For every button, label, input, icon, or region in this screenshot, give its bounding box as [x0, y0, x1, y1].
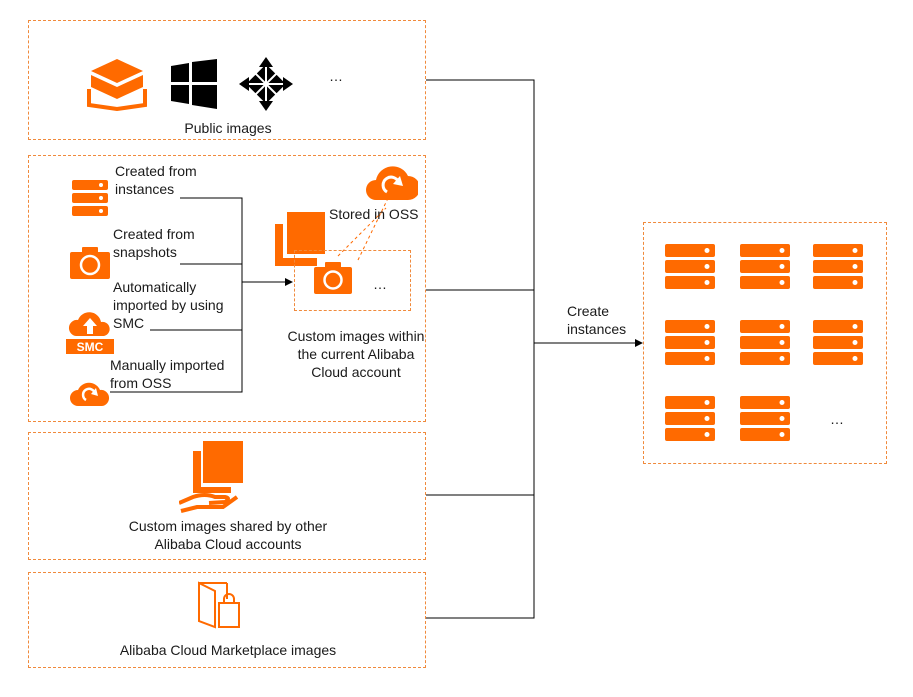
- source-snapshots-label: Created from snapshots: [113, 226, 195, 260]
- instances-ellipsis: …: [830, 411, 844, 427]
- source-oss-label: Manually imported from OSS: [110, 357, 225, 391]
- custom-images-box: [28, 155, 426, 422]
- windows-icon: [171, 59, 217, 109]
- public-images-label: Public images: [184, 120, 272, 136]
- custom-images-caption: Custom images within the current Alibaba…: [287, 328, 425, 380]
- instance-server-icon: [665, 320, 715, 365]
- shared-images-label: Custom images shared by other Alibaba Cl…: [128, 518, 328, 552]
- custom-image-camera-icon: [314, 262, 352, 294]
- oss-cloud-icon: [70, 382, 110, 406]
- instance-server-icon: [665, 244, 715, 289]
- instance-server-icon: [740, 320, 790, 365]
- alibaba-cloud-linux-icon: [87, 59, 147, 111]
- shared-images-box: Custom images shared by other Alibaba Cl…: [28, 432, 426, 560]
- instance-server-icon: [665, 396, 715, 441]
- custom-image-stack-icon: [275, 212, 325, 266]
- instance-server-icon: [813, 320, 863, 365]
- custom-image-inner-box: [294, 250, 411, 311]
- camera-icon: [70, 247, 110, 279]
- public-images-box: … Public images: [28, 20, 426, 140]
- marketplace-images-label: Alibaba Cloud Marketplace images: [119, 642, 337, 658]
- source-smc-label: Automatically imported by using SMC: [113, 279, 224, 331]
- instance-server-icon: [813, 244, 863, 289]
- marketplace-images-box: Alibaba Cloud Marketplace images: [28, 572, 426, 668]
- marketplace-shop-icon: [198, 581, 240, 629]
- instances-box: [643, 222, 887, 464]
- stored-in-oss-label: Stored in OSS: [329, 206, 419, 222]
- create-instances-label: Create instances: [567, 303, 627, 337]
- instance-server-icon: [740, 396, 790, 441]
- source-instances-label: Created from instances: [115, 163, 197, 197]
- server-icon: [72, 180, 108, 216]
- public-images-ellipsis: …: [329, 68, 343, 84]
- shared-image-hand-icon: [179, 441, 243, 513]
- centos-icon: [239, 57, 293, 111]
- oss-storage-cloud-icon: [366, 166, 418, 200]
- svg-text:SMC: SMC: [77, 340, 104, 354]
- instance-server-icon: [740, 244, 790, 289]
- custom-image-ellipsis: …: [373, 276, 387, 292]
- smc-upload-icon: SMC: [66, 312, 114, 354]
